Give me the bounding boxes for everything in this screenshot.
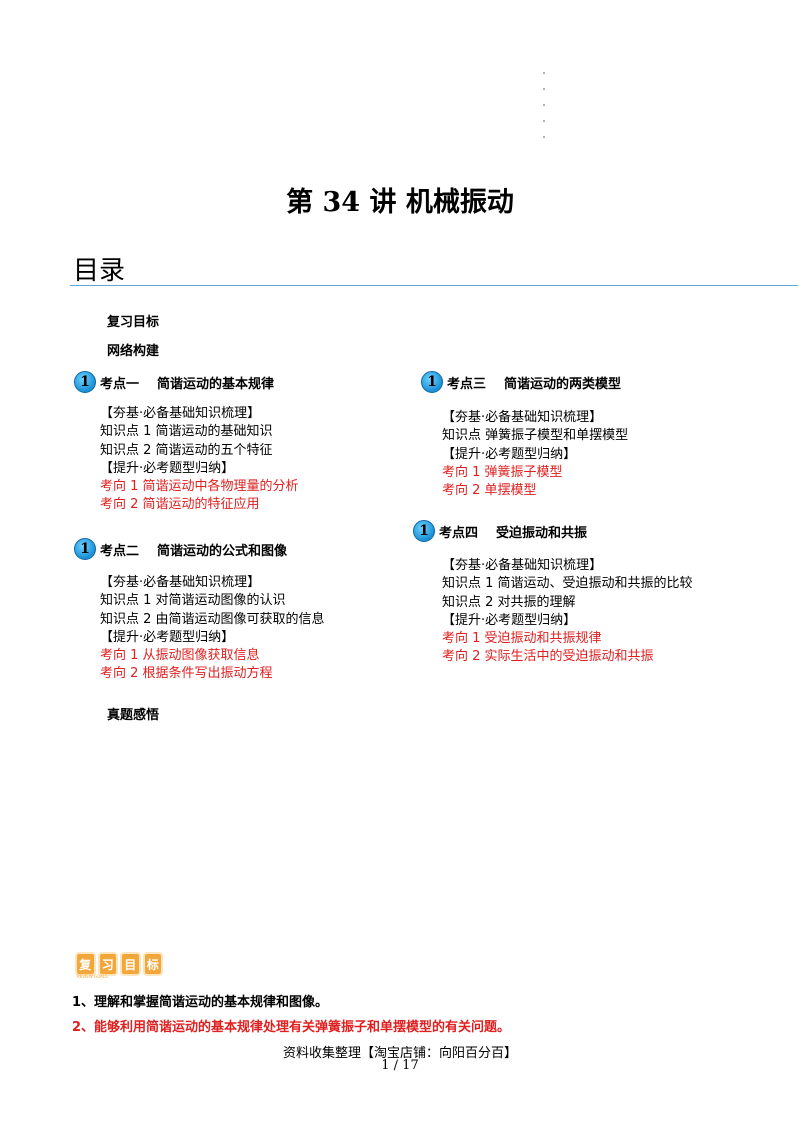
number-one-circle-icon: 1 bbox=[421, 371, 443, 393]
toc-heading: 目录 bbox=[73, 256, 126, 286]
number-one-circle-icon: 1 bbox=[74, 371, 96, 393]
toc-line[interactable]: 【夯基·必备基础知识梳理】 bbox=[100, 406, 261, 421]
kaodian-title: 受迫振动和共振 bbox=[496, 525, 588, 541]
number-one-circle-icon: 1 bbox=[74, 538, 96, 560]
badge-char: 目 bbox=[120, 952, 141, 976]
toc-line[interactable]: 考向 1 弹簧振子模型 bbox=[442, 464, 563, 480]
kaodian-title: 简谐运动的公式和图像 bbox=[157, 543, 288, 559]
kaodian-label: 考点一 bbox=[100, 376, 140, 392]
toc-line[interactable]: 考向 2 根据条件写出振动方程 bbox=[100, 666, 273, 682]
toc-line[interactable]: 考向 1 简谐运动中各物理量的分析 bbox=[100, 479, 299, 495]
number-one-circle-icon: 1 bbox=[413, 520, 435, 542]
kaodian-label: 考点四 bbox=[439, 525, 479, 541]
page-title: 第 34 讲 机械振动 bbox=[286, 187, 514, 218]
badge-caption: REVIEW GOALS bbox=[77, 974, 108, 979]
badge-char: 标 bbox=[142, 952, 163, 976]
decorative-dots bbox=[543, 72, 547, 152]
toc-line[interactable]: 知识点 1 对简谐运动图像的认识 bbox=[100, 593, 286, 609]
toc-line[interactable]: 考向 1 受迫振动和共振规律 bbox=[442, 631, 602, 647]
kaodian-title: 简谐运动的基本规律 bbox=[157, 376, 275, 392]
kaodian-3-heading[interactable]: 1 考点三 简谐运动的两类模型 bbox=[421, 371, 621, 393]
toc-line[interactable]: 【夯基·必备基础知识梳理】 bbox=[442, 410, 603, 425]
toc-line[interactable]: 【提升·必考题型归纳】 bbox=[100, 460, 235, 476]
toc-line[interactable]: 知识点 1 简谐运动、受迫振动和共振的比较 bbox=[442, 576, 693, 592]
toc-divider bbox=[70, 285, 798, 286]
kaodian-4-list: 【夯基·必备基础知识梳理】 知识点 1 简谐运动、受迫振动和共振的比较 知识点 … bbox=[442, 557, 693, 667]
badge-char: 习 bbox=[97, 952, 118, 976]
toc-line[interactable]: 【夯基·必备基础知识梳理】 bbox=[442, 558, 603, 573]
kaodian-2-heading[interactable]: 1 考点二 简谐运动的公式和图像 bbox=[74, 538, 287, 560]
toc-line[interactable]: 【提升·必考题型归纳】 bbox=[100, 629, 235, 645]
kaodian-title: 简谐运动的两类模型 bbox=[504, 376, 622, 392]
kaodian-2-list: 【夯基·必备基础知识梳理】 知识点 1 对简谐运动图像的认识 知识点 2 由简谐… bbox=[100, 574, 325, 684]
toc-line[interactable]: 知识点 2 简谐运动的五个特征 bbox=[100, 442, 273, 458]
page-number: 1 / 17 bbox=[381, 1058, 419, 1073]
toc-line[interactable]: 【提升·必考题型归纳】 bbox=[442, 612, 577, 628]
toc-line[interactable]: 知识点 1 简谐运动的基础知识 bbox=[100, 424, 273, 440]
toc-line[interactable]: 知识点 弹簧振子模型和单摆模型 bbox=[442, 428, 629, 444]
objective-1: 1、理解和掌握简谐运动的基本规律和图像。 bbox=[72, 995, 329, 1010]
toc-network[interactable]: 网络构建 bbox=[107, 344, 160, 359]
toc-line[interactable]: 考向 1 从振动图像获取信息 bbox=[100, 648, 260, 664]
toc-line[interactable]: 知识点 2 对共振的理解 bbox=[442, 594, 576, 610]
toc-line[interactable]: 考向 2 单摆模型 bbox=[442, 483, 537, 499]
toc-line[interactable]: 考向 2 实际生活中的受迫振动和共振 bbox=[442, 649, 654, 665]
kaodian-1-heading[interactable]: 1 考点一 简谐运动的基本规律 bbox=[74, 371, 274, 393]
kaodian-label: 考点二 bbox=[100, 543, 140, 559]
toc-line[interactable]: 知识点 2 由简谐运动图像可获取的信息 bbox=[100, 611, 325, 627]
toc-line[interactable]: 考向 2 简谐运动的特征应用 bbox=[100, 497, 260, 513]
objective-2: 2、能够利用简谐运动的基本规律处理有关弹簧振子和单摆模型的有关问题。 bbox=[72, 1020, 511, 1035]
toc-line[interactable]: 【夯基·必备基础知识梳理】 bbox=[100, 575, 261, 590]
kaodian-4-heading[interactable]: 1 考点四 受迫振动和共振 bbox=[413, 520, 587, 542]
toc-real-questions[interactable]: 真题感悟 bbox=[107, 708, 160, 723]
footer-source: 资料收集整理【淘宝店铺：向阳百分百】 bbox=[282, 1046, 517, 1061]
review-goals-badge: 复 习 目 标 REVIEW GOALS bbox=[75, 952, 165, 979]
kaodian-1-list: 【夯基·必备基础知识梳理】 知识点 1 简谐运动的基础知识 知识点 2 简谐运动… bbox=[100, 405, 299, 515]
toc-line[interactable]: 【提升·必考题型归纳】 bbox=[442, 446, 577, 462]
toc-review-goals[interactable]: 复习目标 bbox=[107, 315, 160, 330]
badge-char: 复 bbox=[75, 952, 96, 976]
kaodian-label: 考点三 bbox=[447, 376, 487, 392]
kaodian-3-list: 【夯基·必备基础知识梳理】 知识点 弹簧振子模型和单摆模型 【提升·必考题型归纳… bbox=[442, 409, 628, 500]
